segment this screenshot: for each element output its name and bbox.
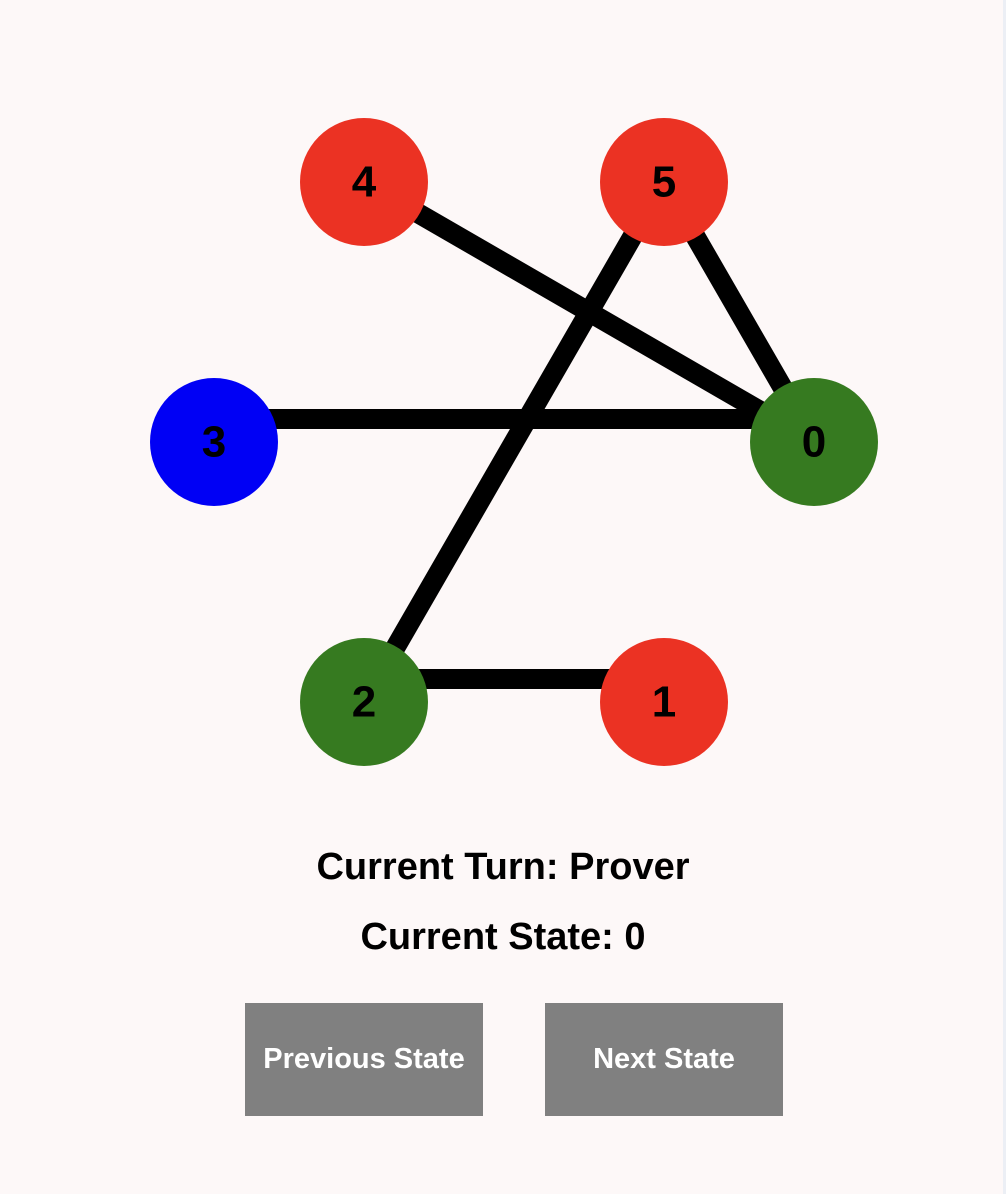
graph-node-4[interactable]: 4 bbox=[300, 118, 428, 246]
node-circle-3[interactable] bbox=[150, 378, 278, 506]
node-circle-4[interactable] bbox=[300, 118, 428, 246]
graph-node-2[interactable]: 2 bbox=[300, 638, 428, 766]
nodes-layer: 0 1 2 3 4 5 bbox=[150, 118, 878, 766]
graph-node-3[interactable]: 3 bbox=[150, 378, 278, 506]
game-graph: 0 1 2 3 4 5 bbox=[150, 118, 878, 766]
next-state-button[interactable]: Next State bbox=[545, 1003, 783, 1116]
node-label-4: 4 bbox=[352, 158, 377, 207]
graph-node-1[interactable]: 1 bbox=[600, 638, 728, 766]
node-label-0: 0 bbox=[802, 418, 826, 467]
edge-5-2 bbox=[355, 177, 673, 707]
graph-node-0[interactable]: 0 bbox=[750, 378, 878, 506]
node-label-1: 1 bbox=[652, 678, 676, 727]
current-state-text: Current State: 0 bbox=[0, 916, 1006, 959]
node-label-3: 3 bbox=[202, 418, 226, 467]
current-state-label: Current State: bbox=[360, 916, 614, 958]
node-circle-0[interactable] bbox=[750, 378, 878, 506]
page-edge bbox=[1003, 0, 1006, 1194]
node-circle-2[interactable] bbox=[300, 638, 428, 766]
current-state-value: 0 bbox=[624, 916, 646, 958]
node-circle-1[interactable] bbox=[600, 638, 728, 766]
node-circle-5[interactable] bbox=[600, 118, 728, 246]
current-turn-value: Prover bbox=[569, 846, 690, 888]
node-label-2: 2 bbox=[352, 678, 376, 727]
graph-node-5[interactable]: 5 bbox=[600, 118, 728, 246]
current-turn-label: Current Turn: bbox=[316, 846, 559, 888]
previous-state-button[interactable]: Previous State bbox=[245, 1003, 483, 1116]
node-label-5: 5 bbox=[652, 158, 676, 207]
current-turn-text: Current Turn: Prover bbox=[0, 846, 1006, 889]
edges-layer bbox=[214, 173, 823, 707]
